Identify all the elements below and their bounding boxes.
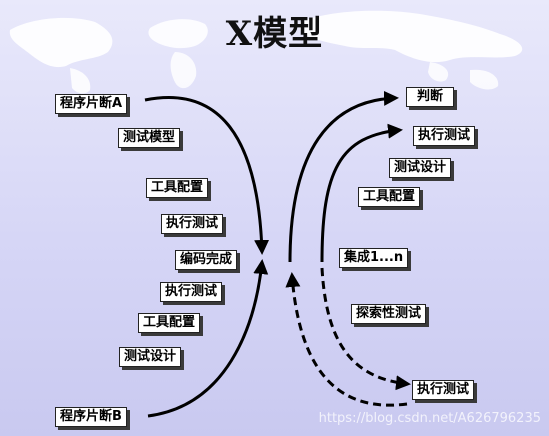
arrow-to-execute-test bbox=[320, 123, 403, 263]
box-execute-test-right-2: 执行测试 bbox=[412, 380, 475, 400]
box-tool-config-left-1: 工具配置 bbox=[146, 178, 209, 198]
box-execute-test-left-2: 执行测试 bbox=[160, 282, 223, 302]
box-exploratory-test: 探索性测试 bbox=[351, 304, 427, 324]
arrow-center-to-judge bbox=[288, 90, 399, 263]
box-program-b: 程序片断B bbox=[55, 407, 127, 427]
diagram-title: X模型 bbox=[225, 14, 324, 54]
box-test-design-left: 测试设计 bbox=[119, 347, 182, 367]
arrow-program-a-to-center bbox=[144, 96, 270, 255]
watermark-text: https://blog.csdn.net/A626796235 bbox=[318, 411, 541, 426]
box-judge: 判断 bbox=[406, 87, 455, 107]
box-test-design-right: 测试设计 bbox=[389, 158, 452, 178]
box-test-model: 测试模型 bbox=[118, 128, 181, 148]
dashed-arrow-inner bbox=[320, 267, 411, 391]
dashed-arrow-outer bbox=[285, 272, 408, 407]
box-integration: 集成1...n bbox=[339, 248, 409, 268]
world-map-background bbox=[9, 10, 523, 94]
arrow-program-b-to-center bbox=[147, 259, 269, 418]
box-execute-test-left-1: 执行测试 bbox=[161, 214, 224, 234]
box-tool-config-right: 工具配置 bbox=[358, 187, 421, 207]
box-program-a: 程序片断A bbox=[55, 94, 128, 114]
box-execute-test-right-1: 执行测试 bbox=[413, 126, 476, 146]
box-tool-config-left-2: 工具配置 bbox=[138, 313, 201, 333]
box-coding-done: 编码完成 bbox=[175, 250, 238, 270]
